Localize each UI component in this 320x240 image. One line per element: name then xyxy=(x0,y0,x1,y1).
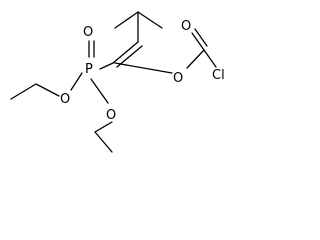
bond-cc-double-1 xyxy=(112,41,139,64)
bond-methyl-right xyxy=(137,11,163,29)
bond-c-p xyxy=(99,62,114,70)
bond-c-o-double-2 xyxy=(194,28,208,47)
bond-methyl-left xyxy=(114,11,139,29)
atom-label-phosphoryl-oxygen: O xyxy=(83,25,93,40)
bond-o-ch2-left xyxy=(35,83,60,97)
bond-o-c-carbonyl xyxy=(186,49,205,69)
bond-p-o-lower xyxy=(90,78,109,104)
atom-label-chlorine: Cl xyxy=(212,68,225,83)
bond-p-o-left xyxy=(70,72,83,91)
atom-label-ethoxy-oxygen-left: O xyxy=(60,92,70,107)
bond-ch2-ch3-left xyxy=(10,83,37,100)
bond-c-o-double-1 xyxy=(191,32,205,51)
atom-label-enol-oxygen: O xyxy=(173,71,183,86)
bond-c-o-enol xyxy=(114,62,173,74)
atom-label-ethoxy-oxygen-lower: O xyxy=(106,108,116,123)
atom-label-phosphorus: P xyxy=(85,62,93,77)
bond-ch2-ch3-lower xyxy=(94,131,113,153)
bond-o-ch2-lower xyxy=(94,121,113,133)
atom-label-carbonyl-oxygen: O xyxy=(181,19,191,34)
chemical-structure: P O O O O O Cl xyxy=(10,11,225,153)
bond-c-cl xyxy=(203,49,217,68)
